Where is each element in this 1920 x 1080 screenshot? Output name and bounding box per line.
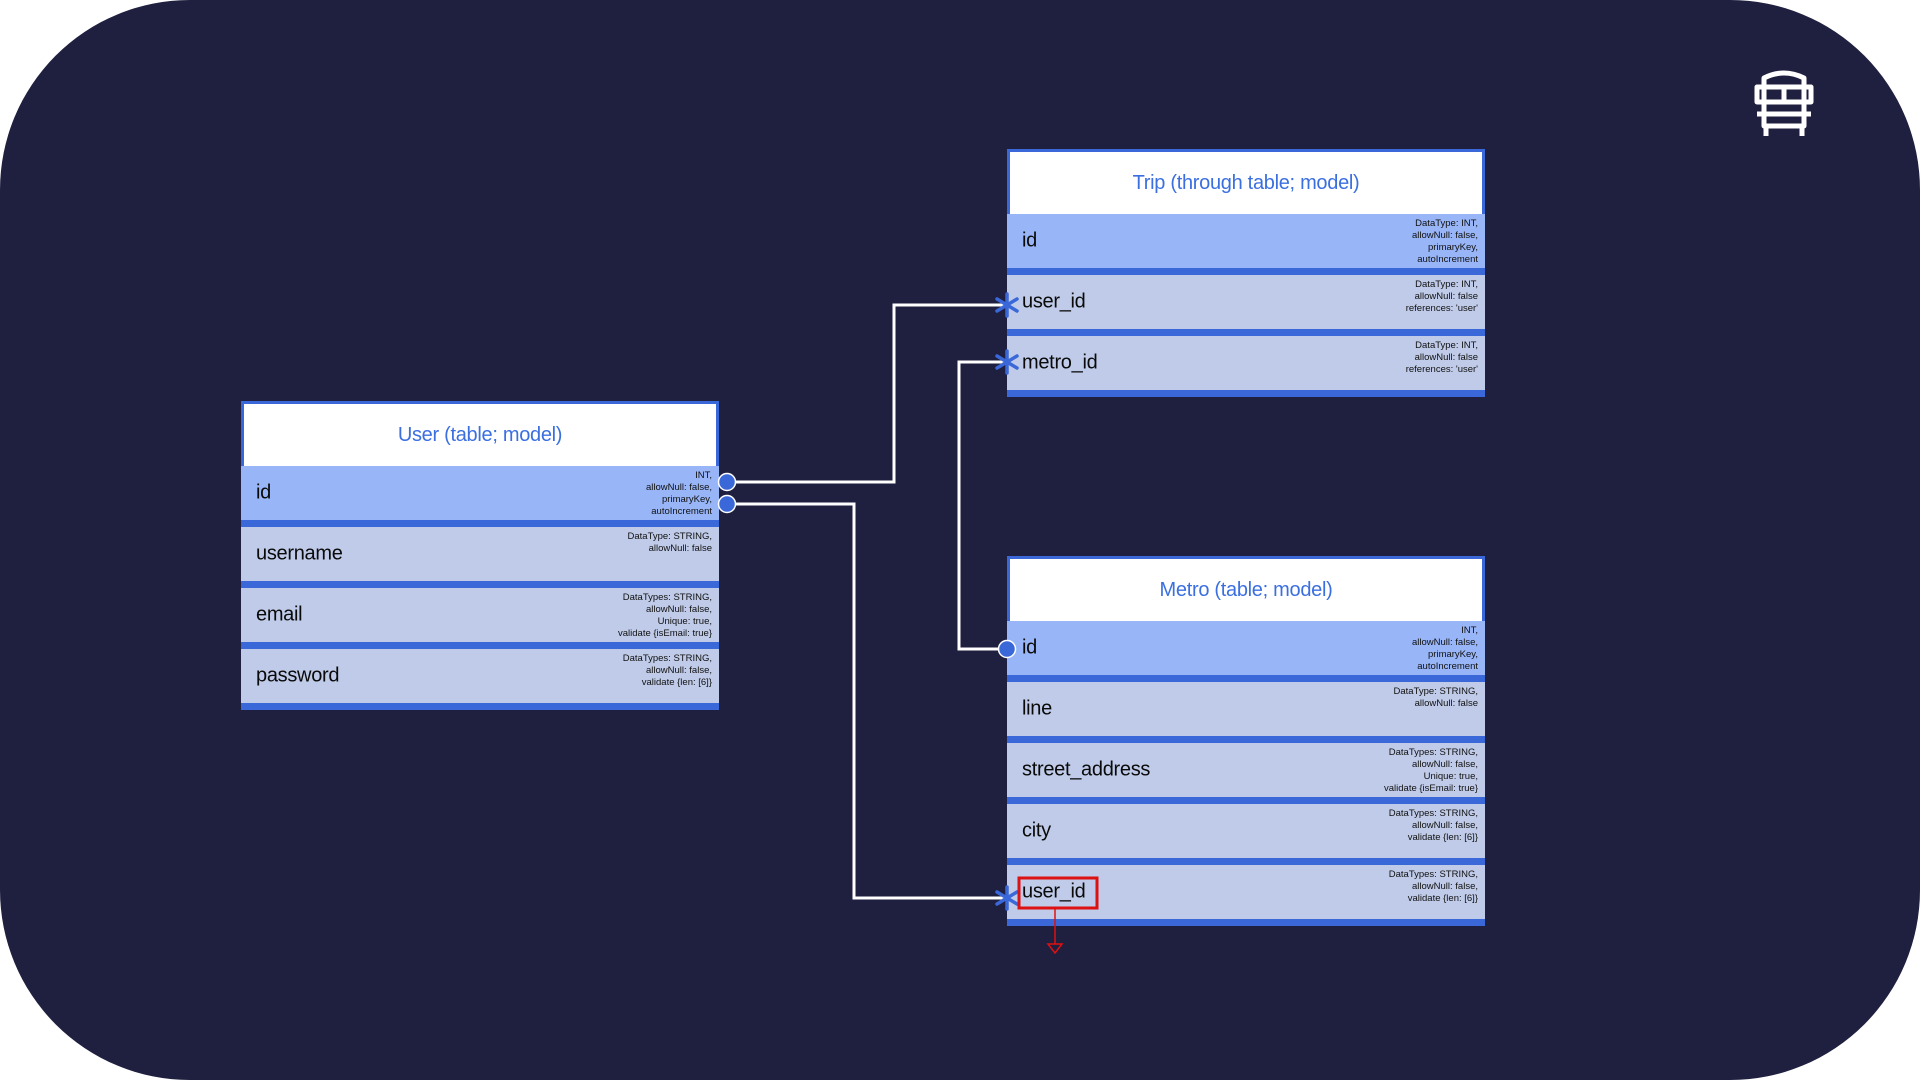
- user-row-username[interactable]: username DataType: STRING, allowNull: fal…: [241, 527, 719, 581]
- bus-front-icon[interactable]: [1752, 70, 1816, 140]
- metro-row-user-id[interactable]: user_id DataTypes: STRING, allowNull: fal…: [1007, 865, 1485, 919]
- field-name: street_address: [1022, 758, 1151, 781]
- pk-endpoint-icon: [717, 472, 737, 492]
- field-meta: INT, allowNull: false, primaryKey, autoI…: [1412, 625, 1478, 672]
- user-row-password[interactable]: password DataTypes: STRING, allowNull: fa…: [241, 649, 719, 703]
- user-table[interactable]: User (table; model) id INT, allowNull: fa…: [241, 401, 719, 710]
- field-meta: DataTypes: STRING, allowNull: false, Uni…: [1384, 747, 1478, 794]
- field-meta: INT, allowNull: false, primaryKey, autoI…: [646, 470, 712, 517]
- field-meta: DataType: STRING, allowNull: false: [627, 531, 712, 554]
- trip-row-id[interactable]: id DataType: INT, allowNull: false, prima…: [1007, 214, 1485, 268]
- field-name: line: [1022, 697, 1052, 720]
- field-meta: DataType: INT, allowNull: false referenc…: [1405, 279, 1478, 314]
- field-meta: DataTypes: STRING, allowNull: false, val…: [1388, 869, 1478, 904]
- trip-row-user-id[interactable]: user_id DataType: INT, allowNull: false r…: [1007, 275, 1485, 329]
- highlight-box: [1017, 876, 1099, 910]
- pk-endpoint-icon: [997, 639, 1017, 659]
- many-asterisk-icon: [995, 349, 1019, 375]
- metro-row-id[interactable]: id INT, allowNull: false, primaryKey, aut…: [1007, 621, 1485, 675]
- many-asterisk-icon: [995, 885, 1019, 911]
- field-name: user_id: [1022, 880, 1086, 903]
- user-table-title: User (table; model): [397, 423, 563, 446]
- user-table-header: User (table; model): [244, 404, 716, 466]
- metro-row-line[interactable]: line DataType: STRING, allowNull: false: [1007, 682, 1485, 736]
- field-name: username: [256, 542, 343, 565]
- field-name: password: [256, 664, 340, 687]
- field-meta: DataType: STRING, allowNull: false: [1393, 686, 1478, 709]
- field-meta: DataTypes: STRING, allowNull: false, val…: [622, 653, 712, 688]
- trip-table-title: Trip (through table; model): [1132, 171, 1360, 194]
- metro-table[interactable]: Metro (table; model) id INT, allowNull: f…: [1007, 556, 1485, 926]
- trip-table-header: Trip (through table; model): [1010, 152, 1482, 214]
- field-meta: DataTypes: STRING, allowNull: false, Uni…: [618, 592, 712, 639]
- field-name: email: [256, 603, 303, 626]
- trip-row-metro-id[interactable]: metro_id DataType: INT, allowNull: false …: [1007, 336, 1485, 390]
- metro-row-street-address[interactable]: street_address DataTypes: STRING, allowNu…: [1007, 743, 1485, 797]
- metro-table-header: Metro (table; model): [1010, 559, 1482, 621]
- user-row-id[interactable]: id INT, allowNull: false, primaryKey, aut…: [241, 466, 719, 520]
- metro-row-city[interactable]: city DataTypes: STRING, allowNull: false,…: [1007, 804, 1485, 858]
- pk-endpoint-icon: [717, 494, 737, 514]
- many-asterisk-icon: [995, 292, 1019, 318]
- field-name: id: [256, 481, 271, 504]
- field-name: city: [1022, 819, 1051, 842]
- field-meta: DataTypes: STRING, allowNull: false, val…: [1388, 808, 1478, 843]
- field-meta: DataType: INT, allowNull: false referenc…: [1405, 340, 1478, 375]
- field-name: id: [1022, 636, 1037, 659]
- field-meta: DataType: INT, allowNull: false, primary…: [1412, 218, 1478, 265]
- field-name: metro_id: [1022, 351, 1098, 374]
- field-name: user_id: [1022, 290, 1086, 313]
- connector-user-id-to-metro-user-id[interactable]: [727, 502, 1007, 900]
- connector-user-id-to-trip-user-id[interactable]: [727, 303, 1007, 484]
- user-row-email[interactable]: email DataTypes: STRING, allowNull: false…: [241, 588, 719, 642]
- field-name: id: [1022, 229, 1037, 252]
- metro-table-title: Metro (table; model): [1159, 578, 1333, 601]
- connector-metro-id-to-trip-metro-id[interactable]: [957, 360, 1007, 651]
- highlight-arrow-head-icon: [1046, 943, 1064, 955]
